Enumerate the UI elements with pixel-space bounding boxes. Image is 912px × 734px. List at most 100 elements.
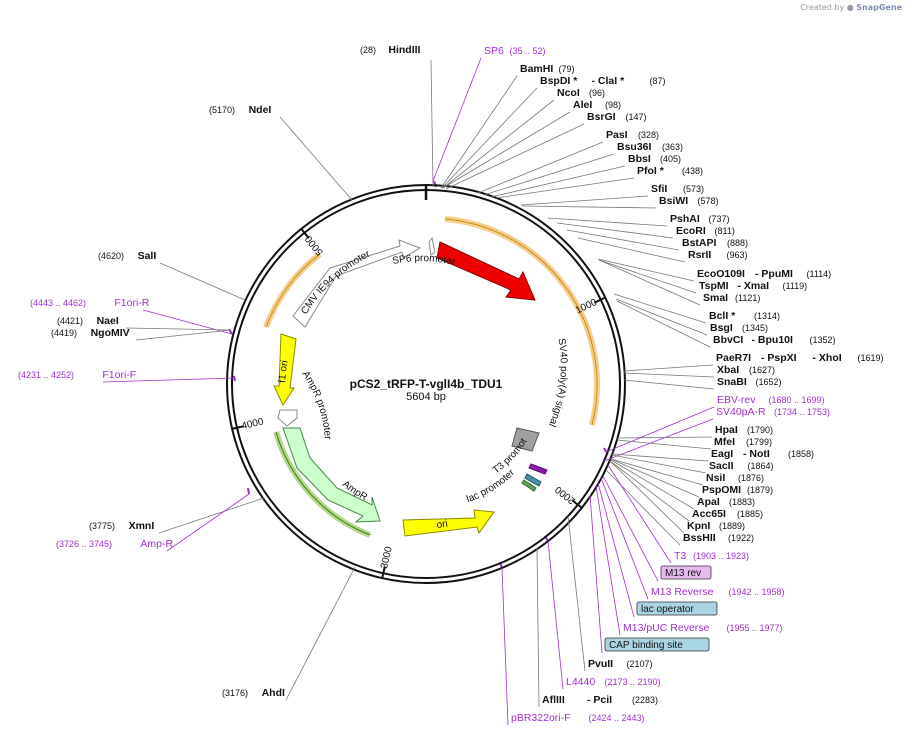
site-name: BspDI * [540,75,578,87]
site-name: SfiI [651,183,667,195]
leader-m13-reverse [600,477,649,600]
leader-tspmi [598,259,697,294]
leader-bspdi [441,87,538,189]
site-bsu36i: Bsu36I(363) [617,141,683,153]
leader-xmni [158,497,265,534]
tick-mark [231,425,245,430]
site-t3: T3(1903 .. 1923) [674,550,749,562]
f1ori-f-mark [233,375,236,382]
feature-cap-site [521,479,537,492]
site-name: PaeR7I [716,352,751,364]
site-bcli: BclI *(1314) [709,310,780,322]
feature-tagrfp [436,241,536,301]
site-name: EcoRI [676,225,706,237]
site-name: BclI * [709,310,736,322]
leader-pvuii [567,515,586,672]
leader-bamhi [440,75,518,189]
leader-ecoo109i [597,258,695,282]
site-xmni: (3775)XmnI [89,520,154,532]
leader-sacii [611,454,707,474]
leader-pasi [477,141,604,194]
tick-label: 1000 [574,297,599,317]
site-name: - XhoI [813,352,842,364]
site-name: - XmaI [738,280,770,292]
feature-label-sv40-polya: SV40 poly(A) signal [546,338,569,429]
tick-label: 4000 [241,416,266,432]
leader-paer7i [623,364,714,372]
snapgene-logo-icon: ● [846,3,854,12]
site-bstapi: BstAPI(888) [682,237,748,249]
site-position: (3775) [89,521,115,531]
site-position: (1889) [719,521,745,531]
orf-arc-ampr-line [275,431,371,536]
site-position: (1864) [748,461,774,471]
site-bsgi: BsgI(1345) [710,322,768,334]
leader-l4440 [547,540,564,690]
site-ahdi: (3176)AhdI [222,687,285,699]
site-afliii: AflIII- PciI(2283) [542,694,658,706]
site-name: SnaBI [717,376,747,388]
site-ndei: (5170)NdeI [209,104,271,116]
site-f1ori-r: (4443 .. 4462)F1ori-R [30,297,150,309]
tick-mark [571,499,583,509]
leader-cap-binding-site [589,494,603,654]
ebv-rev-mark [603,447,607,453]
leader-ebv-rev [605,406,715,453]
site-ngomiv: (4419)NgoMIV [51,327,130,339]
leader-alei [442,111,571,189]
site-name: PspOMI [702,484,741,496]
feature-badge [604,637,710,652]
leader-snabi [623,379,715,390]
amp-r-mark [247,487,250,495]
site-name: SalI [138,250,157,262]
plasmid-name: pCS2_tRFP-T-vglI4b_TDU1 [350,377,503,391]
site-name: T3 [674,550,686,562]
site-name: XbaI [717,364,739,376]
site-lac-operator: lac operator [636,601,718,616]
site-name: SP6 [484,45,504,57]
site-bspdi: BspDI *- ClaI *(87) [540,75,666,87]
leader-amp-r [166,493,250,552]
leader-m13-rev [602,475,659,582]
leader-bsgi [615,298,708,336]
leader-mfei [616,439,712,450]
site-apai: ApaI(1883) [697,496,755,508]
site-position: (4620) [98,251,124,261]
leader-sali [159,262,246,301]
leader-hindiii [430,59,434,188]
leader-bstapi [566,229,680,251]
site-position: (1858) [788,449,814,459]
site-position: (963) [727,250,748,260]
site-m13-puc-reverse: M13/pUC Reverse(1955 .. 1977) [623,622,783,634]
site-ncoi: NcoI(96) [557,87,605,99]
site-name: PfoI * [637,165,665,177]
feature-badge-label: lac operator [641,604,694,615]
site-position: (1627) [749,365,775,375]
site-position: (363) [662,142,683,152]
site-name: BstAPI [682,237,717,249]
feature-badge-label: CAP binding site [609,640,683,651]
site-acc65i: Acc65I(1885) [692,508,763,520]
site-name: BsgI [710,322,733,334]
site-position: (4443 .. 4462) [30,298,86,308]
site-name: L4440 [566,676,595,688]
credit-brand: SnapGene [856,3,902,12]
site-pfoi: PfoI *(438) [637,165,703,177]
leader-bbsi [490,165,626,198]
leader-bbvci [616,300,711,348]
site-position: (328) [638,130,659,140]
leader-ndei [279,116,353,201]
leader-sfii [520,195,649,206]
leader-smai [598,259,701,306]
site-position: (1114) [807,269,832,279]
site-name: KpnI [687,520,710,532]
site-sali: (4620) SalI [98,250,156,262]
site-bsrgi: BsrGI(147) [587,111,647,123]
site-name: - PpuMI [755,268,793,280]
site-position: (96) [589,88,605,98]
site-position: (87) [650,76,666,86]
tick-mark [593,296,606,304]
site-alei: AleI(98) [573,99,621,111]
site-position: (1876) [738,473,764,483]
